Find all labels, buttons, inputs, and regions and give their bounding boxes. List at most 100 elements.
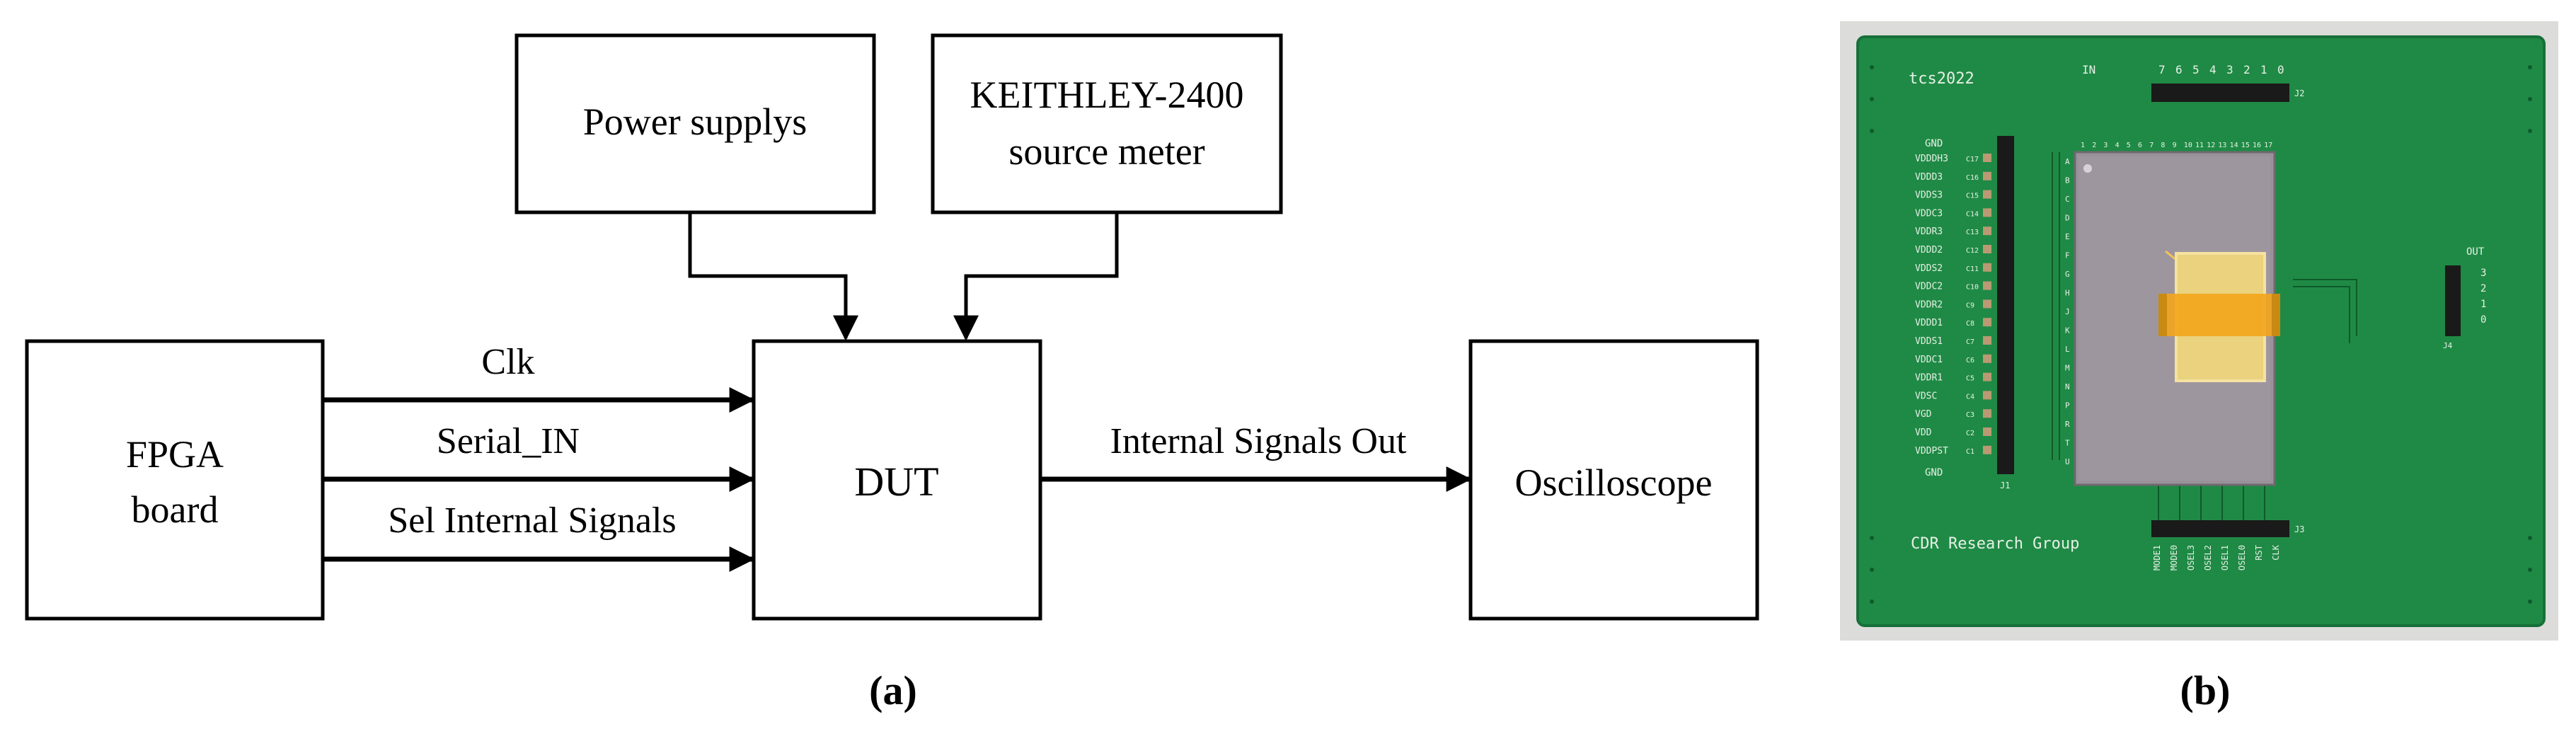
capacitor <box>1983 299 1991 309</box>
caption-b: (b) <box>2180 667 2231 713</box>
fpga-label-line1: FPGA <box>126 433 224 476</box>
supply-net-label: VDDD2 <box>1915 245 1943 256</box>
power-to-dut-arrow <box>688 212 858 341</box>
supply-net-label: VDDS2 <box>1915 263 1943 274</box>
bottom-pin-label: CLK <box>2271 544 2281 560</box>
internal-signals-out-label: Internal Signals Out <box>1110 421 1407 461</box>
capacitor-ref-label: C5 <box>1966 375 1974 383</box>
column-number: 2 <box>2092 142 2096 149</box>
tape-edge-left <box>2158 294 2167 336</box>
oscilloscope-block: Oscilloscope <box>1468 339 1759 621</box>
fpga-block: FPGA board <box>25 339 325 621</box>
capacitor <box>1983 226 1991 236</box>
keithley-to-dut-arrow <box>953 212 1119 341</box>
capacitor-ref-label: C8 <box>1966 320 1974 328</box>
capacitor-ref-label: C6 <box>1966 357 1974 364</box>
oscilloscope-label: Oscilloscope <box>1515 461 1713 504</box>
capacitor-ref-label: C16 <box>1966 174 1979 182</box>
bottom-pin-label: OSEL2 <box>2203 545 2213 570</box>
column-number: 6 <box>2138 142 2142 149</box>
board-name-label: tcs2022 <box>1909 70 1974 88</box>
left-header-top-gnd: GND <box>1925 138 1943 149</box>
column-number: 15 <box>2241 142 2250 149</box>
in-pin-label: 1 <box>2260 63 2267 76</box>
bottom-pin-label: MODE1 <box>2152 545 2162 570</box>
supply-net-label: VDDR1 <box>1915 373 1943 384</box>
bottom-pin-label: OSEL1 <box>2220 545 2230 570</box>
column-number: 9 <box>2173 142 2177 149</box>
column-number: 14 <box>2230 142 2238 149</box>
in-header-designator: J2 <box>2294 88 2304 98</box>
capacitor-ref-label: C15 <box>1966 193 1979 200</box>
row-letter: D <box>2065 214 2070 223</box>
row-letter: A <box>2065 157 2070 166</box>
pin1-indicator <box>2083 164 2092 173</box>
column-number: 12 <box>2207 142 2215 149</box>
capacitor <box>1983 208 1991 217</box>
row-letter: J <box>2065 307 2070 316</box>
out-pin-label: 2 <box>2480 283 2486 294</box>
dut-block: DUT <box>752 339 1042 621</box>
in-pin-label: 6 <box>2175 63 2183 76</box>
capacitor-ref-label: C13 <box>1966 229 1979 236</box>
row-letter: T <box>2065 439 2070 448</box>
dut-label: DUT <box>854 459 938 505</box>
column-number: 7 <box>2149 142 2154 149</box>
column-number: 16 <box>2253 142 2261 149</box>
capacitor <box>1983 372 1991 381</box>
in-pin-label: 4 <box>2209 63 2216 76</box>
power-supply-block: Power supplys <box>514 33 876 214</box>
row-letter: R <box>2065 420 2070 429</box>
column-number: 10 <box>2184 142 2192 149</box>
left-header-designator: J1 <box>2000 481 2010 490</box>
left-header-connector <box>1997 136 2014 474</box>
out-header-designator: J4 <box>2443 341 2453 350</box>
in-pin-label: 2 <box>2243 63 2250 76</box>
capacitor <box>1983 245 1991 253</box>
bottom-header-designator: J3 <box>2294 524 2304 534</box>
in-header-label: IN <box>2082 63 2095 76</box>
column-number: 5 <box>2127 142 2131 149</box>
supply-net-label: VDDD1 <box>1915 318 1943 328</box>
capacitor-ref-label: C10 <box>1966 284 1979 292</box>
edge-vias <box>1870 65 2532 604</box>
capacitor <box>1983 427 1991 436</box>
row-letter: E <box>2065 232 2070 241</box>
capacitor-ref-label: C11 <box>1966 265 1979 273</box>
capacitor-ref-label: C14 <box>1966 210 1979 218</box>
capacitor <box>1983 171 1991 180</box>
keithley-block: KEITHLEY-2400 source meter <box>931 33 1283 214</box>
supply-net-label: VDDD3 <box>1915 172 1943 183</box>
capacitor <box>1983 354 1991 363</box>
row-letter: G <box>2065 270 2070 279</box>
supply-net-label: VDDDH3 <box>1915 154 1948 164</box>
supply-net-label: VDDR3 <box>1915 226 1943 237</box>
supply-net-label: VDDS3 <box>1915 190 1943 201</box>
capacitor <box>1983 281 1991 290</box>
bottom-pin-label: OSEL3 <box>2186 545 2196 570</box>
bottom-header-connector <box>2151 520 2289 537</box>
row-letter: L <box>2065 345 2070 354</box>
capacitor <box>1983 263 1991 272</box>
in-pin-label: 7 <box>2158 63 2166 76</box>
in-pin-label: 0 <box>2277 63 2284 76</box>
capacitor-ref-label: C7 <box>1966 338 1974 346</box>
out-pin-label: 0 <box>2480 314 2486 326</box>
kapton-tape <box>2158 294 2280 336</box>
keithley-label-line1: KEITHLEY-2400 <box>970 74 1244 116</box>
supply-net-label: VDSC <box>1915 391 1937 401</box>
capacitor-ref-label: C9 <box>1966 302 1974 309</box>
capacitor-ref-label: C4 <box>1966 393 1974 401</box>
bottom-pin-label: OSEL0 <box>2237 545 2247 570</box>
row-letter: H <box>2065 289 2070 298</box>
capacitor-ref-label: C17 <box>1966 156 1979 163</box>
fpga-label-line2: board <box>132 488 219 531</box>
bottom-pin-label: RST <box>2254 545 2264 561</box>
